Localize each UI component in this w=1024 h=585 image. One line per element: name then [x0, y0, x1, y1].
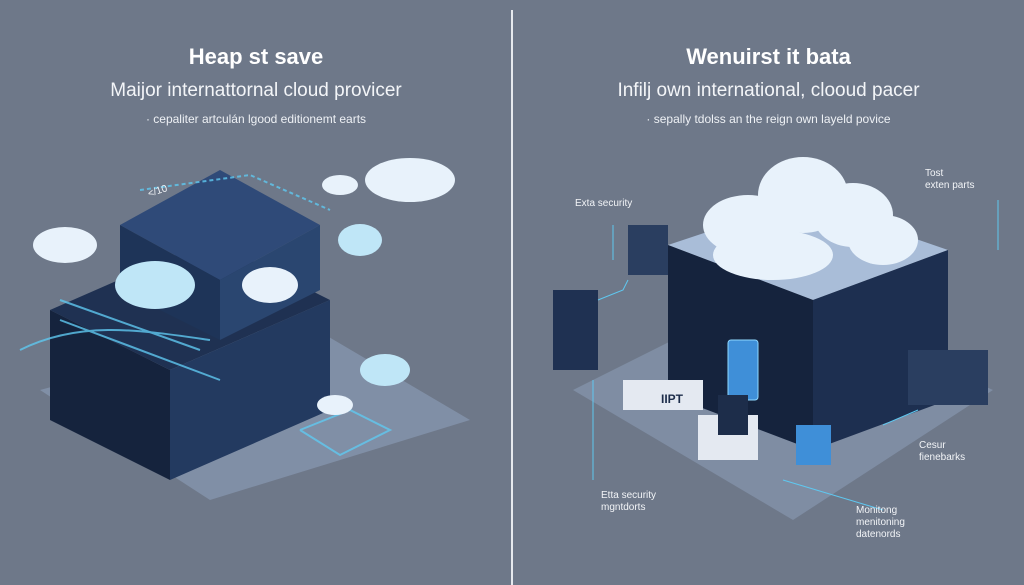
label-extra-security: Exta security	[575, 198, 633, 209]
device-label: IIPT	[661, 392, 684, 406]
left-title: Heap st save	[188, 44, 324, 69]
label-extra-security-bottom: Etta security mgntdorts	[601, 490, 657, 513]
right-server-illustration	[553, 157, 999, 520]
label-cesur: Cesur fienebarks	[919, 440, 966, 463]
left-bullet: · cepaliter artculán lgood editionemt ea…	[145, 112, 367, 126]
right-title: Wenuirst it bata	[686, 44, 851, 69]
label-top-right: Tost exten parts	[925, 168, 975, 191]
left-subtitle: Maijor internattornal cloud provicer	[110, 80, 402, 101]
right-panel: Wenuirst it bata Infilj own internationa…	[513, 0, 1024, 585]
left-panel: Heap st save Maijor internattornal cloud…	[19, 44, 470, 500]
left-server-illustration	[19, 158, 470, 500]
right-subtitle: Infilj own international, clooud pacer	[617, 80, 920, 101]
right-bullet: · sepally tdolss an the reign own layeld…	[646, 112, 891, 126]
panel-divider	[511, 10, 513, 585]
label-monitoring: Monitong menitoning datenords	[856, 505, 905, 540]
